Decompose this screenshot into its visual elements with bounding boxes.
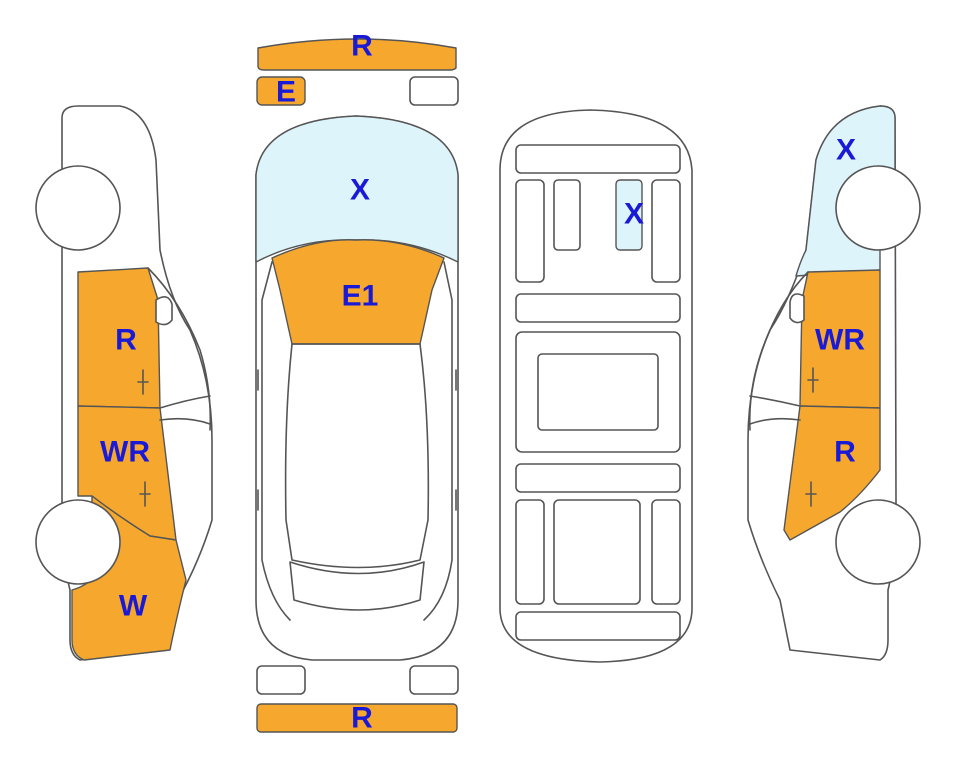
right-front-door-label: WR: [815, 324, 865, 357]
windshield-panel[interactable]: [271, 239, 445, 345]
front-left-light-panel[interactable]: [256, 76, 306, 106]
right-side-door-handle-rear: [805, 481, 817, 507]
left-rear-door-label: WR: [100, 436, 150, 469]
right-side-view: X WR R: [747, 105, 921, 661]
hood-panel[interactable]: [255, 115, 459, 263]
left-front-door-panel[interactable]: [77, 267, 161, 409]
rear-bumper-panel[interactable]: [256, 703, 458, 733]
underbody-left-rail: [515, 179, 545, 283]
floor-panel[interactable]: [615, 179, 643, 251]
right-rear-door-label: R: [834, 436, 856, 469]
right-side-window-line: [748, 271, 809, 431]
left-rear-quarter-label: W: [119, 590, 148, 623]
underbody-rear-bar: [515, 463, 681, 493]
left-front-wheel: [35, 165, 121, 251]
top-cabin-outline: [284, 343, 430, 569]
left-front-door-label: R: [115, 324, 137, 357]
left-side-mirror: [155, 296, 173, 326]
right-side-door-handle-front: [807, 367, 819, 393]
underbody-rear-center: [553, 499, 641, 605]
left-side-pillar-line: [159, 395, 211, 425]
right-front-wheel: [835, 165, 921, 251]
underbody-rear-right: [651, 499, 681, 605]
right-front-fender-label: X: [836, 134, 856, 167]
left-side-door-handle-rear: [139, 481, 151, 507]
left-side-door-handle-front: [137, 369, 149, 395]
rear-right-light: [409, 665, 459, 695]
underbody-mid-bar: [515, 293, 681, 323]
underbody-view: X: [499, 109, 693, 663]
rear-left-light: [256, 665, 306, 695]
rear-bumper-label: R: [351, 702, 373, 735]
windshield-label: E1: [342, 280, 379, 313]
underbody-front-bar: [515, 144, 681, 174]
underbody-tail-bar: [515, 611, 681, 641]
underbody-right-rail: [651, 179, 681, 283]
left-side-window-line: [147, 267, 212, 431]
hood-label: X: [350, 174, 370, 207]
right-rear-wheel: [835, 499, 921, 585]
underbody-center-plate: [537, 353, 659, 431]
right-side-pillar-line: [749, 395, 801, 425]
underbody-inner-left: [553, 179, 581, 251]
right-rear-door-panel[interactable]: [783, 405, 881, 541]
front-bumper-label: R: [351, 30, 373, 63]
right-side-mirror: [789, 293, 805, 324]
front-left-light-label: E: [276, 76, 296, 109]
front-right-light: [409, 76, 459, 106]
top-side-lines: [261, 261, 453, 621]
floor-panel-label: X: [624, 198, 644, 231]
left-rear-wheel: [35, 499, 121, 585]
top-view: R E X E1 R: [255, 30, 459, 735]
top-rear-window: [289, 561, 425, 611]
underbody-rear-left: [515, 499, 545, 605]
left-side-view: R WR W: [35, 105, 213, 661]
front-bumper-panel[interactable]: [257, 38, 457, 71]
